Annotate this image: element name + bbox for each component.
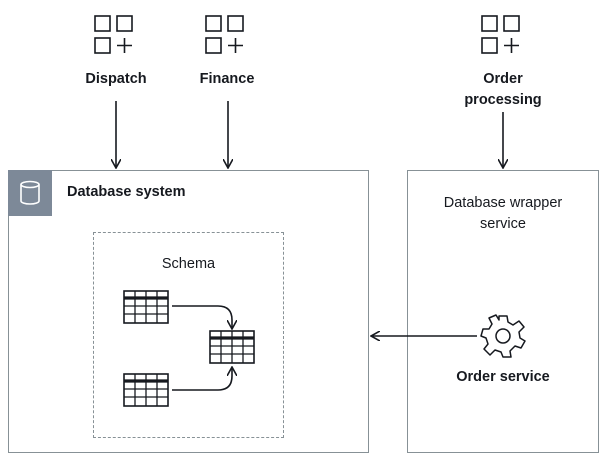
arrow-bottom-table-to-target [172, 368, 232, 391]
database-icon [20, 180, 40, 205]
gear-icon [480, 314, 526, 358]
schema-box [93, 232, 284, 438]
dispatch-label: Dispatch [85, 71, 147, 87]
dispatch-app-icon [94, 15, 133, 54]
finance-label: Finance [199, 71, 255, 87]
target-table-icon [208, 329, 256, 365]
arrow-top-table-to-target [172, 305, 232, 328]
database-badge [8, 170, 52, 216]
source-table-icon-top [122, 289, 170, 325]
wrapper-title-line1: Database wrapper [443, 195, 563, 211]
database-system-box [8, 170, 369, 453]
order-service-label: Order service [456, 369, 550, 385]
order-processing-label-line1: Order [483, 71, 523, 87]
finance-app-icon [205, 15, 244, 54]
order-processing-app-icon [481, 15, 520, 54]
order-processing-label-line2: processing [464, 92, 542, 108]
schema-title: Schema [161, 256, 216, 272]
database-wrapper-service-box [407, 170, 599, 453]
database-system-title: Database system [67, 184, 186, 200]
source-table-icon-bottom [122, 372, 170, 408]
wrapper-title-line2: service [480, 216, 526, 232]
